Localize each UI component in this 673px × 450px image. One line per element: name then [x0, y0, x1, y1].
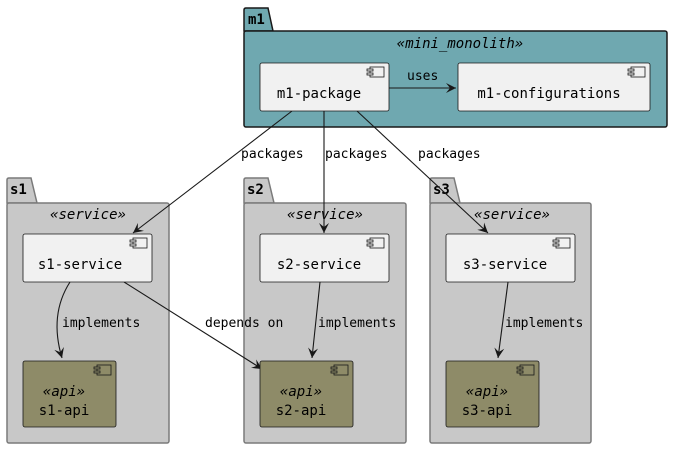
component-icon	[93, 364, 112, 376]
edge-label-depends-on: depends on	[205, 316, 283, 331]
edge-label-packages-s2: packages	[325, 147, 388, 162]
component-label: s2-api	[276, 403, 327, 419]
component-s1-api[interactable]: «api» s1-api	[22, 360, 117, 428]
component-s2-service[interactable]: s2-service	[259, 233, 390, 283]
edge-packages-s1	[132, 110, 293, 234]
edge-label-implements-s2: implements	[318, 316, 396, 331]
edge-label-packages-s3: packages	[418, 147, 481, 162]
component-label: s1-service	[38, 257, 122, 273]
component-s1-service[interactable]: s1-service	[22, 233, 153, 283]
component-stereotype: «api»	[280, 384, 322, 400]
edge-packages-s3	[356, 110, 489, 234]
component-s2-api[interactable]: «api» s2-api	[259, 360, 354, 428]
component-label: s3-service	[463, 257, 547, 273]
component-m1-configurations[interactable]: m1-configurations	[457, 62, 651, 112]
edge-depends-on	[123, 281, 263, 370]
package-tab	[6, 177, 38, 204]
component-icon	[627, 66, 646, 78]
component-icon	[516, 364, 535, 376]
component-icon	[366, 66, 385, 78]
component-icon	[129, 237, 148, 249]
component-icon	[552, 237, 571, 249]
component-icon	[330, 364, 349, 376]
package-stereotype: «service»	[474, 207, 550, 223]
edge-implements-s2	[308, 281, 321, 359]
package-label: m1	[248, 12, 265, 28]
component-label: m1-package	[277, 86, 361, 102]
component-s3-api[interactable]: «api» s3-api	[445, 360, 540, 428]
edge-label-implements-s3: implements	[505, 316, 583, 331]
edge-implements-s3	[494, 281, 509, 359]
edge-label-implements-s1: implements	[62, 316, 140, 331]
component-s3-service[interactable]: s3-service	[445, 233, 576, 283]
package-tab	[429, 177, 461, 204]
component-label: s2-service	[277, 257, 361, 273]
package-tab	[243, 177, 275, 204]
component-label: s1-api	[39, 403, 90, 419]
edges	[54, 83, 509, 370]
package-label: s1	[10, 182, 27, 198]
component-label: s3-api	[462, 403, 513, 419]
edge-implements-s1	[54, 281, 71, 359]
component-stereotype: «api»	[43, 384, 85, 400]
package-stereotype: «service»	[50, 207, 126, 223]
edge-label-uses: uses	[407, 69, 438, 84]
component-m1-package[interactable]: m1-package	[259, 62, 390, 112]
edge-labels: uses packages packages packages implemen…	[62, 69, 583, 331]
package-label: s2	[247, 182, 264, 198]
package-stereotype: «service»	[287, 207, 363, 223]
component-icon	[366, 237, 385, 249]
package-stereotype: «mini_monolith»	[397, 36, 523, 52]
component-label: m1-configurations	[477, 86, 620, 102]
package-tab	[243, 7, 274, 32]
component-stereotype: «api»	[466, 384, 508, 400]
edge-label-packages-s1: packages	[241, 147, 304, 162]
